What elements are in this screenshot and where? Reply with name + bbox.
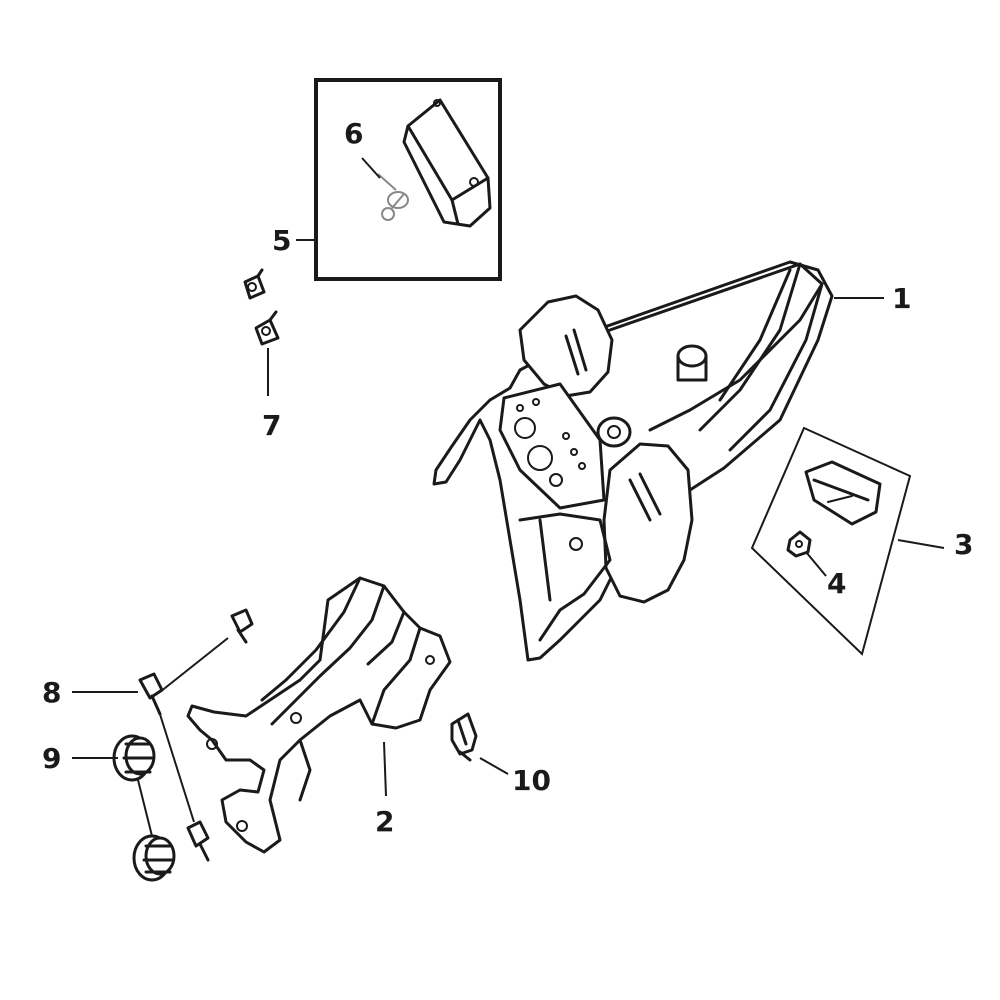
callout-1: 1: [892, 282, 912, 315]
part-10-bolt: [450, 712, 478, 762]
callout-6: 6: [344, 117, 364, 150]
callout-3: 3: [954, 528, 974, 561]
callout-10: 10: [512, 764, 551, 797]
leader-3: [897, 539, 945, 549]
part-6-tail-light: [402, 98, 492, 228]
callout-7: 7: [262, 409, 282, 442]
leader-10: [479, 757, 509, 775]
callout-5: 5: [272, 224, 292, 257]
callout-8: 8: [42, 676, 62, 709]
part-6-bulb: [377, 173, 409, 221]
part-2-bracket: [186, 576, 452, 854]
part-9-grommets: [112, 734, 176, 882]
part-7-bolts: [243, 268, 280, 346]
part-4-nut: [786, 530, 812, 558]
callout-9: 9: [42, 742, 62, 775]
part-1-rear-fender: [432, 260, 834, 662]
leader-6: [361, 157, 381, 179]
part-3-reflector-group: [750, 426, 912, 656]
part-8-bolts: [138, 608, 254, 862]
inset-box: [314, 78, 502, 281]
leader-4: [805, 551, 827, 577]
leader-2: [383, 741, 387, 797]
callout-2: 2: [375, 805, 395, 838]
callout-4: 4: [827, 567, 847, 600]
